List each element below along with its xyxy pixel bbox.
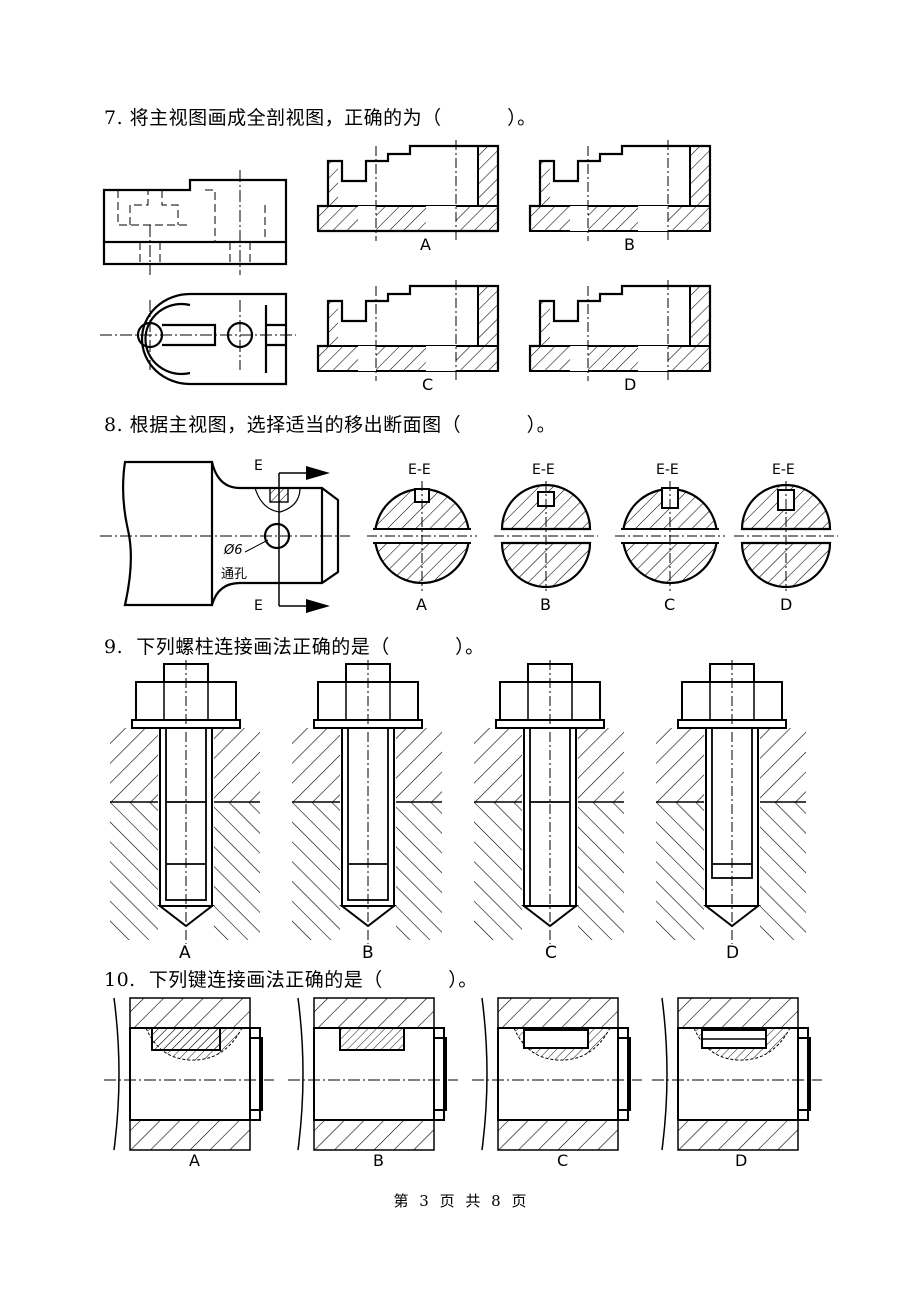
question-10-text: 10. 下列键连接画法正确的是（ ）。: [104, 969, 478, 991]
q9-option-d-label: D: [726, 943, 739, 963]
q7-option-d-label: D: [624, 375, 636, 394]
q7-option-a-label: A: [420, 235, 431, 254]
hole-label: 通孔: [221, 567, 247, 582]
q8-option-b-label: B: [540, 595, 551, 614]
q8-option-a-label: A: [416, 595, 427, 614]
option-d-drawing: [528, 280, 712, 381]
q10-option-b-label: B: [373, 1151, 384, 1170]
dim-label: Ø6: [223, 543, 243, 558]
q10-option-c-label: C: [557, 1151, 568, 1170]
stud-d: [656, 660, 806, 944]
key-c: [472, 997, 642, 1151]
stud-b: [292, 660, 442, 944]
q8-option-d-label: D: [780, 595, 792, 614]
question-8-text: 8. 根据主视图，选择适当的移出断面图（ ）。: [104, 414, 557, 436]
q7-option-b-label: B: [624, 235, 635, 254]
q9-option-b-label: B: [362, 943, 374, 963]
question-9-text: 9. 下列螺柱连接画法正确的是（ ）。: [104, 636, 485, 658]
q7-option-c-label: C: [422, 375, 433, 394]
q10-option-a-label: A: [189, 1151, 200, 1170]
question-7-text: 7. 将主视图画成全剖视图，正确的为（ ）。: [104, 107, 537, 129]
key-a: [104, 997, 274, 1151]
section-title-c: E-E: [656, 462, 679, 478]
section-label-top: E: [254, 458, 263, 474]
q10-option-d-label: D: [735, 1151, 747, 1170]
q9-option-a-label: A: [179, 943, 191, 963]
page-footer: 第 3 页 共 8 页: [393, 1192, 527, 1210]
stud-c: [474, 660, 624, 944]
key-b: [288, 997, 458, 1151]
option-c-drawing: [316, 280, 500, 381]
section-b: [494, 481, 598, 591]
q9-option-c-label: C: [545, 943, 557, 963]
key-d: [652, 997, 822, 1151]
section-title-b: E-E: [532, 462, 555, 478]
section-label-bottom: E: [254, 598, 263, 614]
section-title-a: E-E: [408, 462, 431, 478]
q8-option-c-label: C: [664, 595, 675, 614]
option-b-drawing: [528, 140, 712, 241]
stud-a: [110, 660, 260, 944]
section-title-d: E-E: [772, 462, 795, 478]
section-d: [734, 481, 838, 591]
section-c: [615, 481, 725, 591]
option-a-drawing: [316, 140, 500, 241]
section-a: [367, 481, 477, 591]
